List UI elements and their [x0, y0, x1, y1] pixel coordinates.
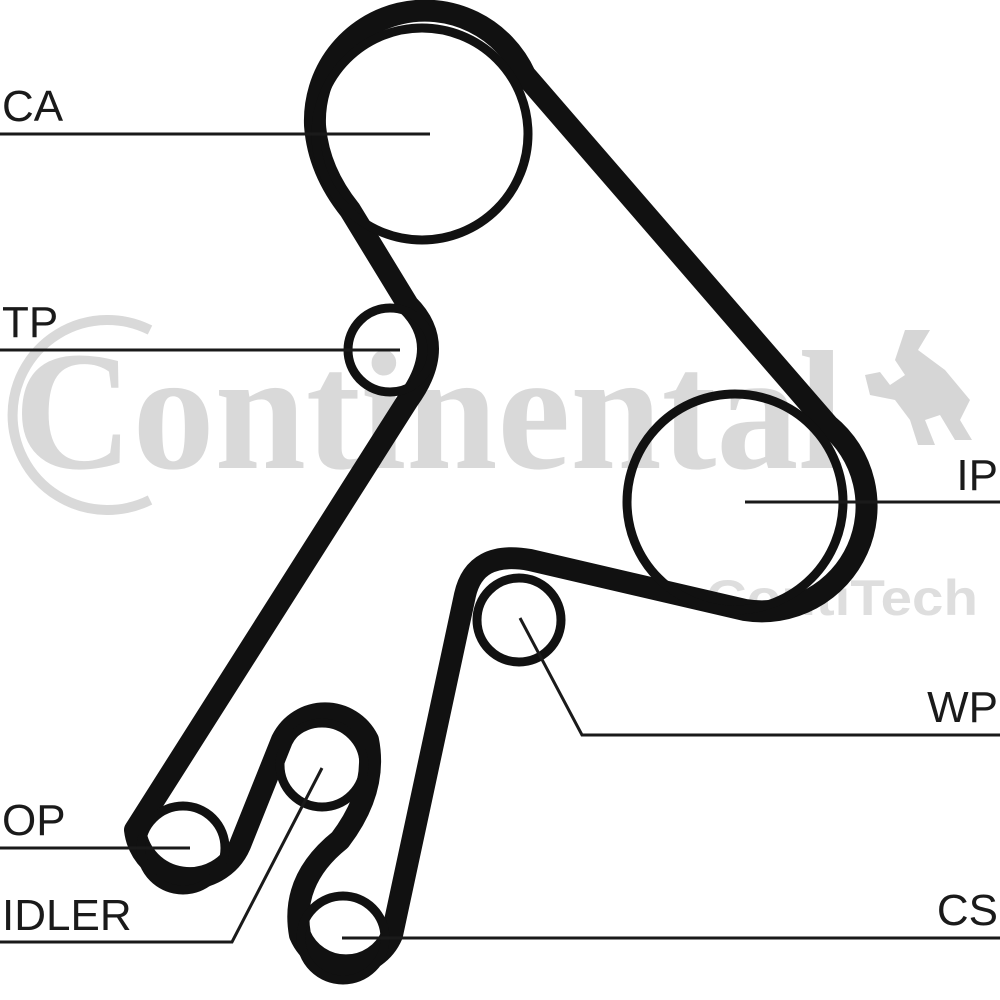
label-ip: IP	[956, 451, 998, 500]
leader-wp	[518, 617, 1000, 737]
belt-outer-stroke	[124, 0, 878, 977]
leader-lines	[0, 132, 1000, 944]
leader-idler	[0, 767, 324, 944]
timing-belt	[124, 0, 878, 977]
label-wp: WP	[927, 683, 998, 732]
label-ca: CA	[2, 82, 64, 131]
continental-c-arc	[7, 315, 153, 515]
label-cs: CS	[937, 886, 998, 935]
label-tp: TP	[2, 298, 58, 347]
pulley-wp	[472, 573, 566, 667]
label-op: OP	[2, 796, 66, 845]
pulley-idler	[275, 718, 369, 812]
label-idler: IDLER	[2, 891, 132, 940]
labels: CA TP IP WP OP IDLER CS	[2, 82, 998, 940]
rearing-horse-icon	[865, 330, 972, 445]
